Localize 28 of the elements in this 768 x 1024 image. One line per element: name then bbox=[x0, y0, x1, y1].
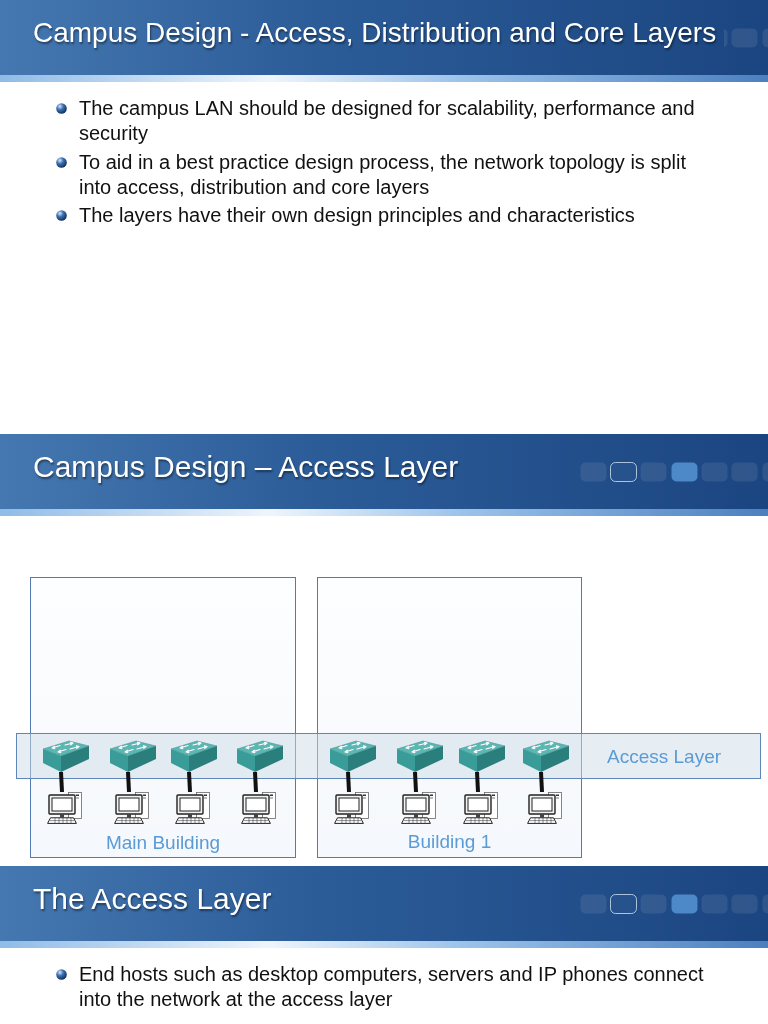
cable-line bbox=[539, 771, 544, 793]
network-switch-icon bbox=[458, 738, 506, 772]
slide-title: The Access Layer bbox=[33, 881, 272, 917]
layer-label: Access Layer bbox=[607, 745, 721, 769]
cable-line bbox=[59, 771, 64, 793]
building-box bbox=[317, 577, 582, 858]
cable-line bbox=[187, 771, 192, 793]
network-switch-icon bbox=[329, 738, 377, 772]
network-switch-icon bbox=[109, 738, 157, 772]
cable-line bbox=[413, 771, 418, 793]
network-switch-icon bbox=[42, 738, 90, 772]
bullet-text: The campus LAN should be designed for scalability, performance and security bbox=[79, 96, 696, 146]
building-label: Building 1 bbox=[407, 830, 492, 854]
bullet-text: The layers have their own design principles and characteristics bbox=[79, 203, 636, 228]
slide-title: Campus Design – Access Layer bbox=[33, 449, 459, 485]
bullet-text: End hosts such as desktop computers, servers and IP phones connect into the network at the access layer bbox=[79, 962, 705, 1012]
cable-line bbox=[253, 771, 258, 793]
building-label: Main Building bbox=[105, 831, 221, 855]
bullet-text: To aid in a best practice design process, the network topology is split into access, distribution and core layers bbox=[79, 150, 687, 200]
network-switch-icon bbox=[170, 738, 218, 772]
cable-line bbox=[346, 771, 351, 793]
building-box bbox=[30, 577, 296, 858]
network-switch-icon bbox=[522, 738, 570, 772]
slide-title: Campus Design - Access, Distribution and Core Layers bbox=[33, 16, 717, 50]
network-switch-icon bbox=[236, 738, 284, 772]
network-switch-icon bbox=[396, 738, 444, 772]
cable-line bbox=[126, 771, 131, 793]
cable-line bbox=[475, 771, 480, 793]
